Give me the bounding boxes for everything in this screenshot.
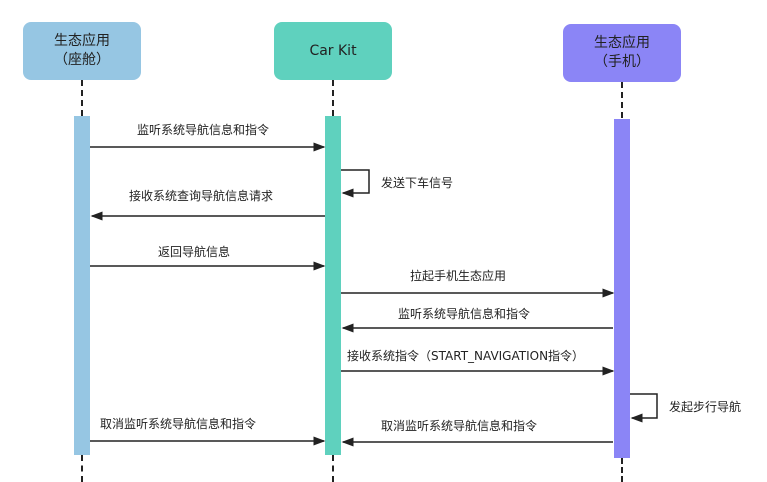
lifeline-phone-top [621,82,623,118]
lifeline-carkit-top [332,80,334,116]
actor-carkit-title: Car Kit [309,42,357,59]
message-label-9: 取消监听系统导航信息和指令 [100,417,257,431]
lifeline-carkit-bottom [332,455,334,482]
actor-phone-app: 生态应用 （手机） [563,24,681,82]
actor-phone-title: 生态应用 [594,35,650,51]
activation-bar-cockpit [74,116,90,455]
actor-cockpit-title: 生态应用 [54,33,110,49]
message-label-4: 返回导航信息 [158,245,231,259]
message-label-2: 发送下车信号 [381,176,454,190]
message-label-8: 发起步行导航 [669,400,742,414]
message-label-5: 拉起手机生态应用 [410,269,507,283]
message-label-3: 接收系统查询导航信息请求 [129,189,274,203]
arrow-msg-8-self [630,393,658,423]
message-label-10: 取消监听系统导航信息和指令 [381,419,538,433]
message-label-7: 接收系统指令（START_NAVIGATION指令） [347,349,585,363]
message-label-1: 监听系统导航信息和指令 [137,123,270,137]
actor-carkit: Car Kit [274,22,392,80]
actor-cockpit-app: 生态应用 （座舱） [23,22,141,80]
activation-bar-phone [614,119,630,458]
lifeline-phone-bottom [621,458,623,482]
arrow-msg-2-self [341,169,370,198]
lifeline-cockpit-top [81,80,83,116]
lifeline-cockpit-bottom [81,455,83,482]
message-label-6: 监听系统导航信息和指令 [398,307,531,321]
actor-phone-subtitle: （手机） [594,54,650,70]
actor-cockpit-subtitle: （座舱） [54,52,110,68]
activation-bar-carkit [325,116,341,455]
